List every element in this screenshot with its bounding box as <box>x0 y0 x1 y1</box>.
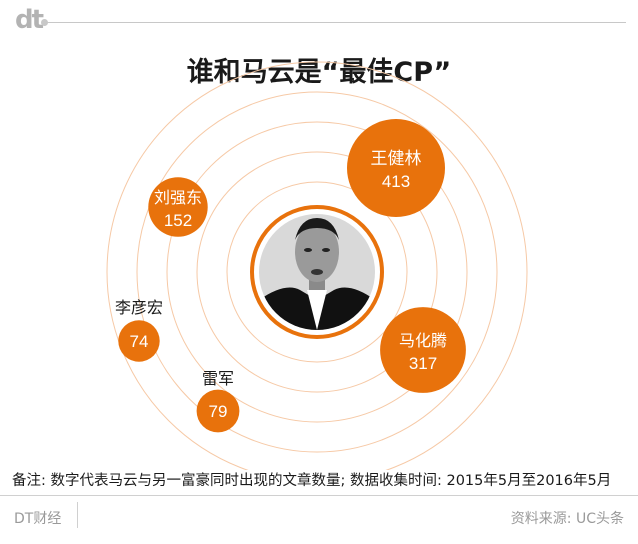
header-rule <box>44 22 626 23</box>
portrait-photo-icon <box>259 214 375 330</box>
orbit-ring-5 <box>106 61 528 470</box>
bubble-value-label: 79 <box>209 402 228 421</box>
orbit-rings <box>106 61 528 470</box>
footer-rule <box>0 495 638 496</box>
dt-logo: dt <box>15 5 44 35</box>
bubble-circle <box>196 389 240 433</box>
bubbles: 王健林 413 马化腾 317 刘强东 152 雷军 79 李彦宏 74 <box>115 119 466 433</box>
bubble-name-label: 刘强东 <box>154 188 202 207</box>
bubble-chart: 王健林 413 马化腾 317 刘强东 152 雷军 79 李彦宏 74 <box>106 61 528 470</box>
orbit-ring-3 <box>166 121 468 423</box>
bubble-1: 王健林 413 <box>347 119 445 217</box>
bubble-circle <box>380 307 466 393</box>
orbit-ring-2 <box>196 151 438 393</box>
bubble-name-label: 李彦宏 <box>115 298 163 317</box>
bubble-circle <box>148 177 208 237</box>
bubble-value-label: 152 <box>164 211 192 230</box>
bubble-2: 马化腾 317 <box>380 307 466 393</box>
footer-brand: DT财经 <box>14 511 62 527</box>
bubble-value-label: 317 <box>409 354 437 373</box>
bubble-3: 刘强东 152 <box>148 177 208 237</box>
bubble-name-label: 王健林 <box>371 149 422 169</box>
orbit-ring-4 <box>136 91 498 453</box>
footer-source: 资料来源: UC头条 <box>510 511 624 527</box>
footer-separator <box>77 502 78 528</box>
bubble-5: 李彦宏 74 <box>115 298 163 362</box>
bubble-value-label: 74 <box>130 332 149 351</box>
bubble-name-label: 马化腾 <box>399 331 447 350</box>
bubble-circle <box>347 119 445 217</box>
orbit-ring-1 <box>226 181 408 363</box>
center-portrait <box>250 205 384 339</box>
bubble-value-label: 413 <box>382 172 410 191</box>
bubble-4: 雷军 79 <box>196 369 240 433</box>
footnote: 备注: 数字代表马云与另一富豪同时出现的文章数量; 数据收集时间: 2015年5… <box>12 473 612 489</box>
bubble-circle <box>118 320 160 362</box>
bubble-name-label: 雷军 <box>202 369 234 388</box>
